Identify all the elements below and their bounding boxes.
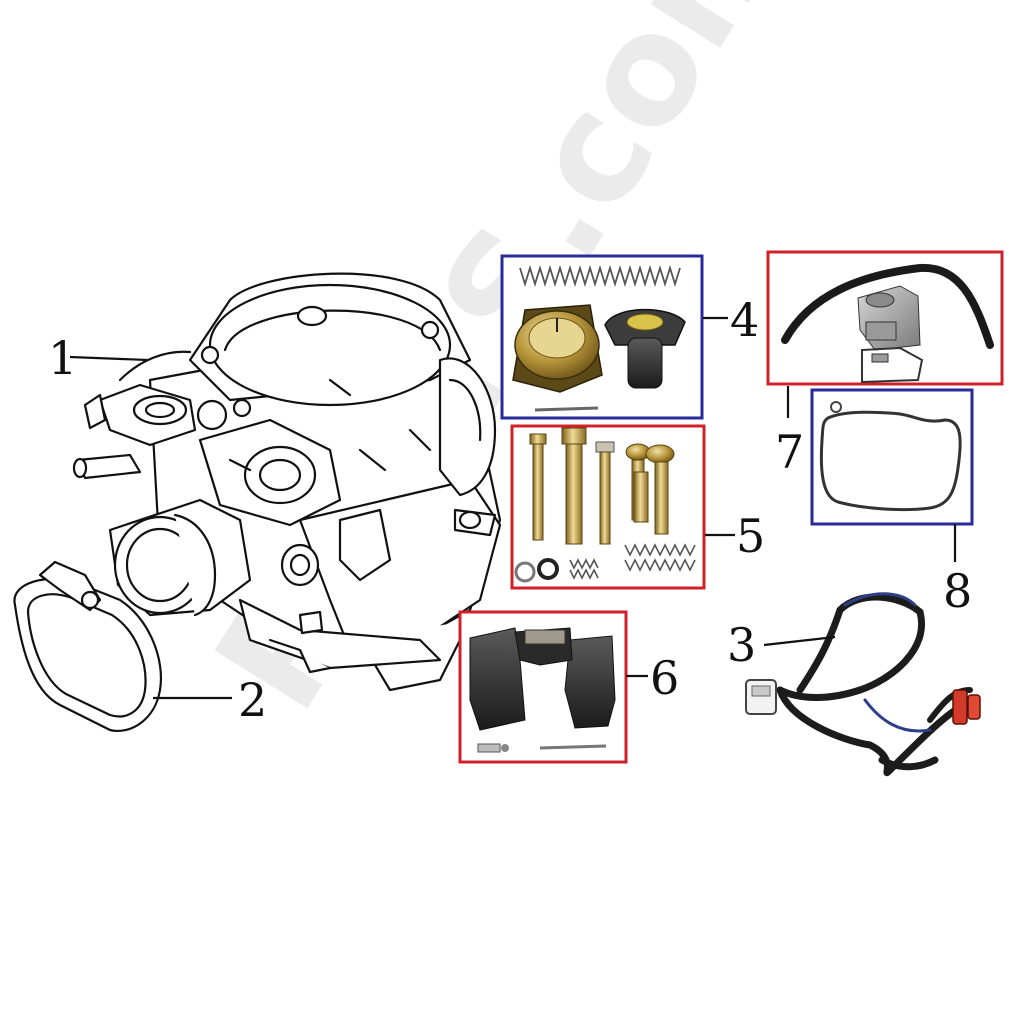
callout-8: 8 — [943, 564, 972, 618]
blue-frame-8 — [810, 388, 974, 526]
small-o-ring-icon — [830, 401, 842, 413]
wiring-harness-icon — [776, 592, 973, 777]
harness-connector-white-icon — [745, 679, 777, 715]
carburetor-body-drawing — [72, 272, 502, 692]
callout-3: 3 — [727, 618, 756, 672]
fuel-bowl-icon — [857, 285, 921, 351]
float-kit-box — [458, 610, 628, 764]
spring-icon — [519, 264, 681, 288]
vacuum-piston-cap-icon — [512, 304, 603, 393]
brass-jet-5-icon — [645, 444, 675, 535]
callout-6: 6 — [650, 651, 679, 705]
bowl-gasket-loop-icon — [819, 410, 962, 512]
callout-7: 7 — [775, 425, 804, 479]
brass-jet-4-icon — [625, 443, 651, 523]
callout-labels: 1 2 3 4 5 6 7 8 — [48, 293, 972, 727]
callout-2: 2 — [238, 673, 267, 727]
float-icon — [469, 627, 616, 731]
jet-kit-box — [510, 424, 706, 590]
screw-jet-3-icon — [595, 441, 615, 545]
o-ring-icon — [514, 558, 559, 583]
leader-1 — [69, 355, 149, 362]
callout-1: 1 — [48, 331, 77, 385]
brass-jet-1-icon — [529, 433, 547, 541]
diaphragm-slide-icon — [604, 308, 686, 389]
small-springs-icon — [569, 543, 696, 580]
diaphragm-kit-box — [500, 254, 704, 420]
gasket-kit-box — [810, 388, 974, 526]
fuel-bowl-kit-box — [766, 250, 1004, 386]
leader-lines — [69, 316, 957, 700]
harness-connector-red-icon — [952, 689, 981, 725]
float-pin-icon — [539, 744, 607, 750]
callout-4: 4 — [730, 293, 759, 347]
fuel-hose-icon — [781, 263, 994, 349]
jet-needle-icon — [534, 406, 599, 412]
leader-3 — [763, 635, 836, 647]
bowl-gasket-icon — [861, 346, 924, 384]
callout-5: 5 — [736, 509, 765, 563]
float-needle-icon — [477, 743, 509, 753]
brass-jet-2-icon — [561, 427, 587, 545]
clamp-ring-drawing — [13, 560, 162, 733]
